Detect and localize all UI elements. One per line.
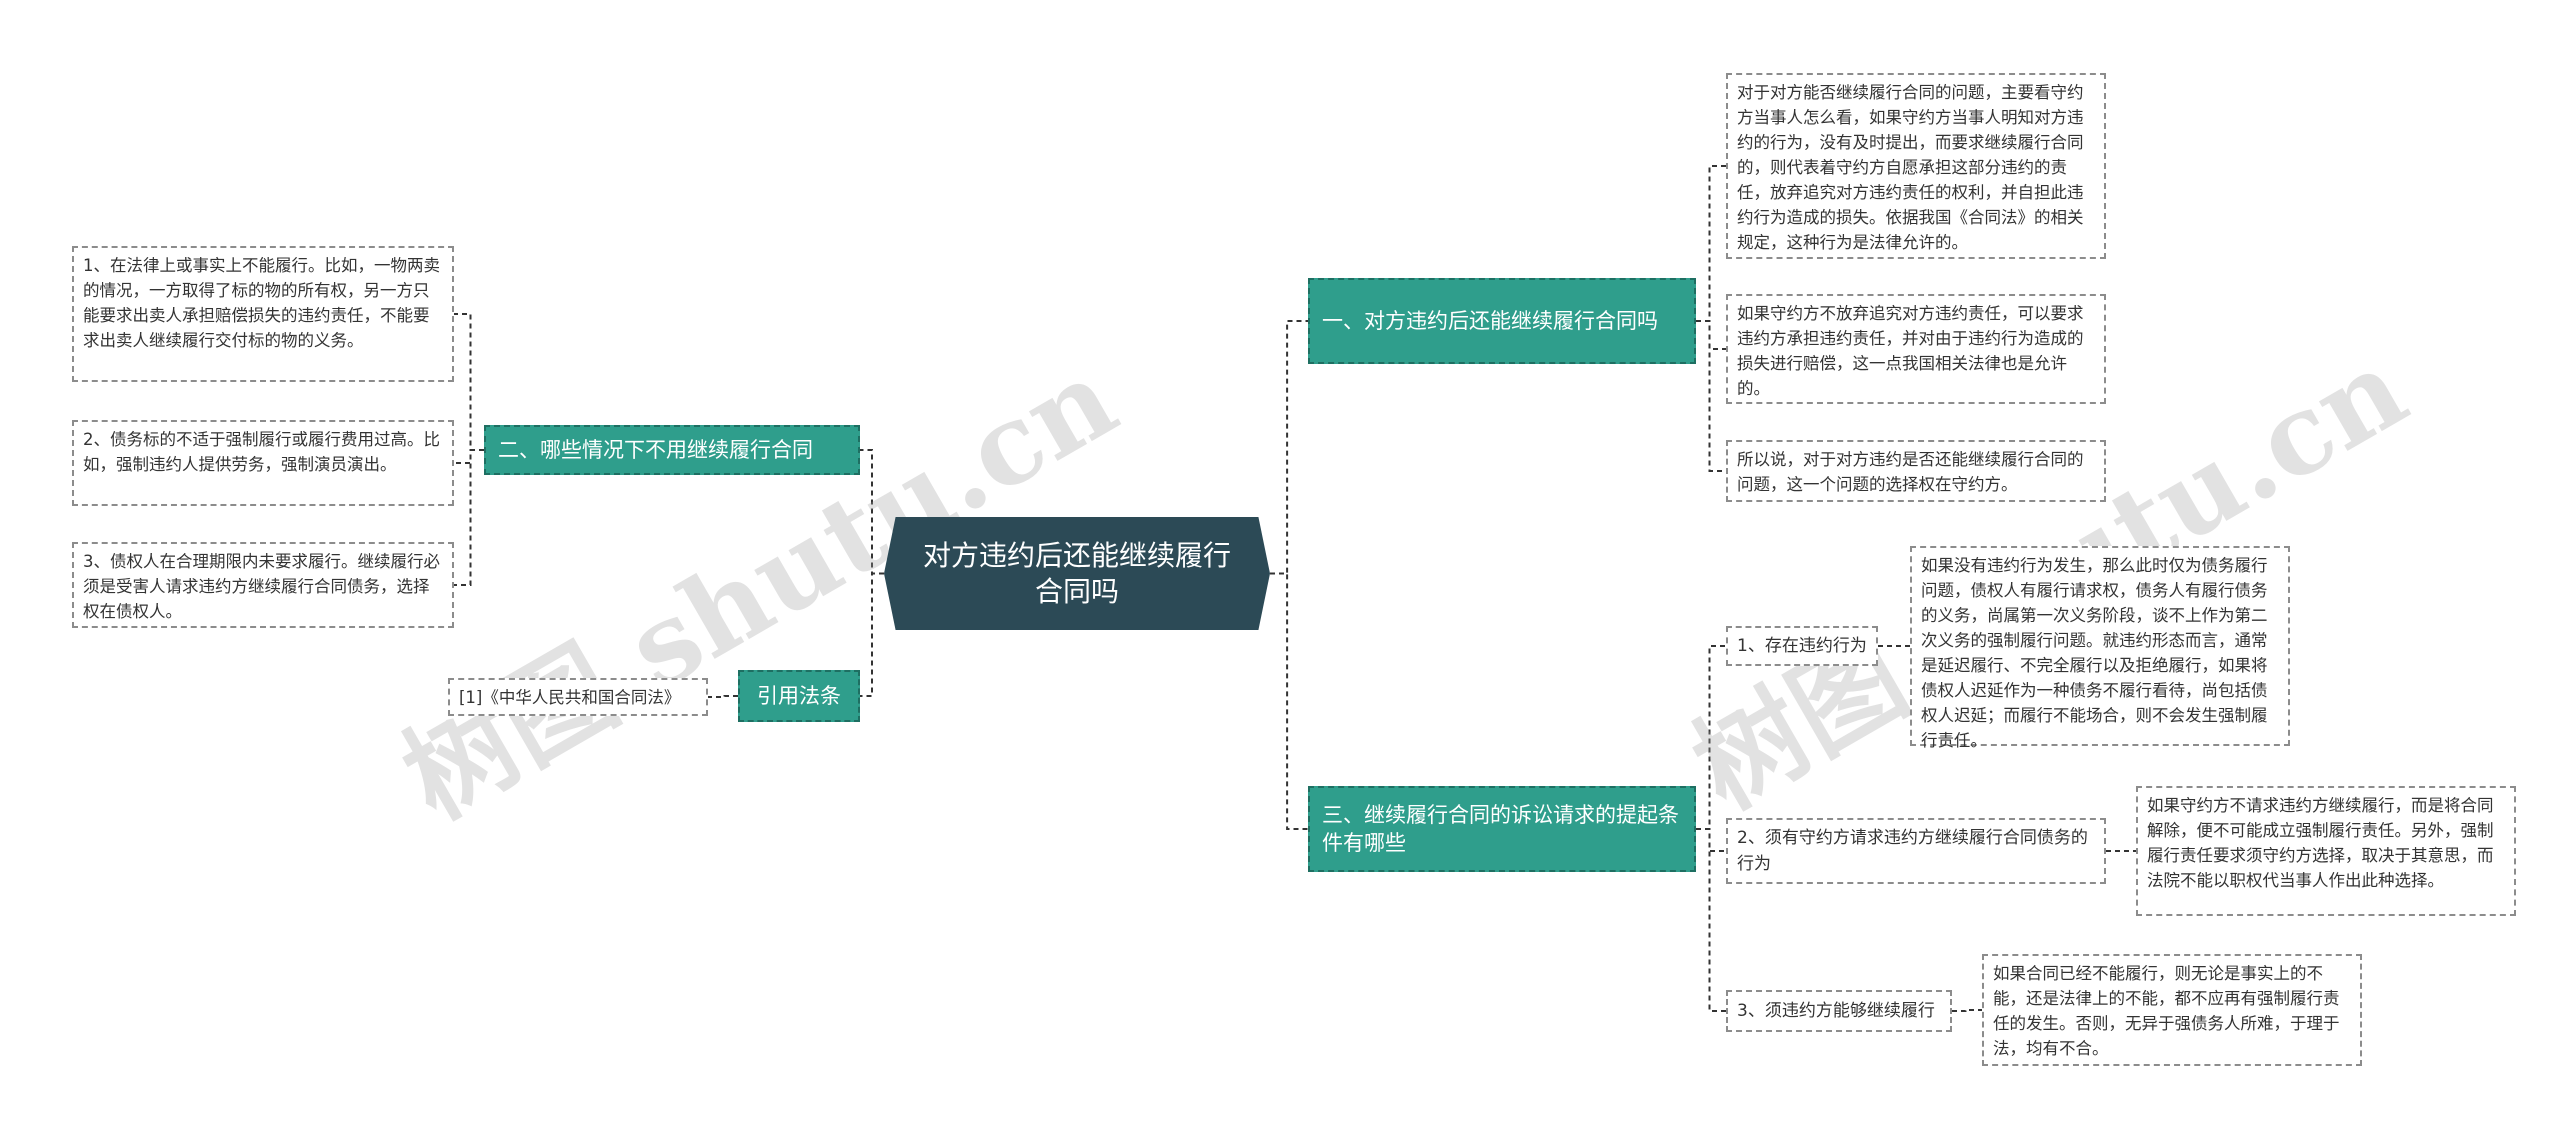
leaf-b1-3[interactable]: 所以说，对于对方违约是否还能继续履行合同的问题，这一个问题的选择权在守约方。 (1726, 440, 2106, 502)
branch-no-need-to-continue[interactable]: 二、哪些情况下不用继续履行合同 (484, 425, 860, 475)
root-topic[interactable]: 对方违约后还能继续履行合同吗 (884, 517, 1270, 630)
connector-2 (860, 449, 884, 575)
connector-10 (708, 695, 738, 698)
leaf-b2-3[interactable]: 3、债权人在合理期限内未要求履行。继续履行必须是受害人请求违约方继续履行合同债务… (72, 542, 454, 628)
connector-13 (1696, 828, 1726, 1012)
connector-6 (1696, 320, 1726, 472)
connector-12 (1696, 828, 1726, 852)
leaf-b2-2[interactable]: 2、债务标的不适于强制履行或履行费用过高。比如，强制违约人提供劳务，强制演员演出… (72, 420, 454, 506)
connector-16 (1952, 1009, 1982, 1012)
leaf-cited-contract-law[interactable]: [1]《中华人民共和国合同法》 (448, 678, 708, 716)
connector-11 (1696, 645, 1726, 830)
detail-b3-2[interactable]: 如果守约方不请求违约方继续履行，而是将合同解除，便不可能成立强制履行责任。另外，… (2136, 786, 2516, 916)
leaf-b1-2[interactable]: 如果守约方不放弃追究对方违约责任，可以要求违约方承担违约责任，并对由于违约行为造… (1726, 294, 2106, 404)
leaf-b1-1[interactable]: 对于对方能否继续履行合同的问题，主要看守约方当事人怎么看，如果守约方当事人明知对… (1726, 73, 2106, 259)
connector-7 (454, 313, 484, 451)
connector-1 (1270, 572, 1308, 830)
connector-0 (1270, 320, 1308, 575)
sub-b3-1[interactable]: 1、存在违约行为 (1726, 626, 1878, 666)
connector-5 (1696, 320, 1726, 350)
sub-b3-3[interactable]: 3、须违约方能够继续履行 (1726, 990, 1952, 1032)
detail-b3-1[interactable]: 如果没有违约行为发生，那么此时仅为债务履行问题，债权人有履行请求权，债务人有履行… (1910, 546, 2290, 750)
branch-litigation-conditions[interactable]: 三、继续履行合同的诉讼请求的提起条件有哪些 (1308, 786, 1696, 872)
detail-b3-3[interactable]: 如果合同已经不能履行，则无论是事实上的不能，还是法律上的不能，都不应再有强制履行… (1982, 954, 2362, 1066)
connector-4 (1696, 165, 1726, 322)
leaf-b2-1[interactable]: 1、在法律上或事实上不能履行。比如，一物两卖的情况，一方取得了标的物的所有权，另… (72, 246, 454, 382)
branch-cited-law[interactable]: 引用法条 (738, 670, 860, 722)
connector-3 (860, 572, 884, 697)
connector-8 (454, 449, 484, 464)
connector-9 (454, 449, 484, 586)
sub-b3-2[interactable]: 2、须有守约方请求违约方继续履行合同债务的行为 (1726, 818, 2106, 884)
branch-continue-after-breach[interactable]: 一、对方违约后还能继续履行合同吗 (1308, 278, 1696, 364)
